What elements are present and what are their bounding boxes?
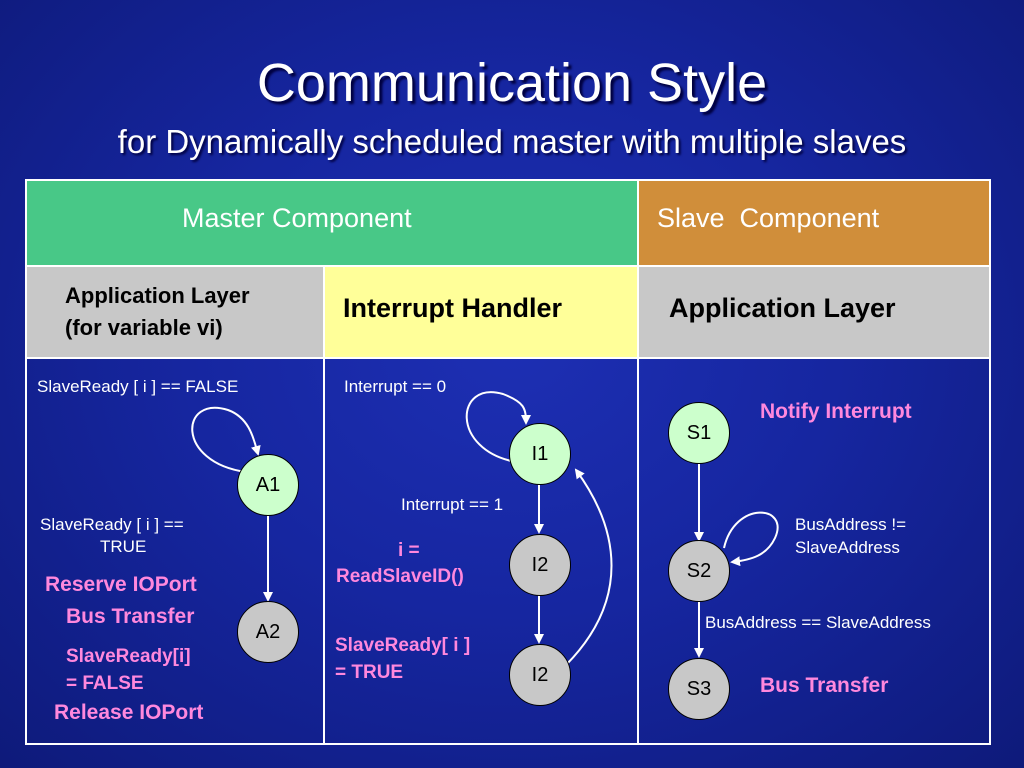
interrupt-handler-label: Interrupt Handler [343,293,563,323]
s2-self-loop-condition-line1: BusAddress != [795,515,907,534]
slide-subtitle: for Dynamically scheduled master with mu… [117,123,907,160]
a1-to-a2-action-reserve: Reserve IOPort [45,573,197,596]
master-component-label: Master Component [182,203,412,233]
state-node-i1: I1 [509,423,571,485]
a1-to-a2-condition-line2: TRUE [100,537,147,556]
master-app-layer-label: Application Layer [65,283,250,308]
a2-action-release: Release IOPort [54,701,204,724]
slave-app-layer-label: Application Layer [669,293,896,323]
master-app-state-area [27,359,325,743]
master-app-layer-variable: (for variable vi) [65,315,223,340]
master-application-layer-header: Application Layer (for variable vi) [27,267,325,359]
state-node-i2-second: I2 [509,644,571,706]
state-node-a2: A2 [237,601,299,663]
s2-self-loop-condition-line2: SlaveAddress [795,538,900,557]
state-node-a1: A1 [237,454,299,516]
state-node-s3: S3 [668,658,730,720]
a1-self-loop-condition: SlaveReady [ i ] == FALSE [37,377,239,396]
s3-action-bus-transfer: Bus Transfer [760,674,889,697]
state-node-i2-first: I2 [509,534,571,596]
interrupt-handler-header: Interrupt Handler [325,267,639,359]
i1-to-i2-condition: Interrupt == 1 [401,495,504,514]
s1-action-notify-interrupt: Notify Interrupt [760,400,912,423]
interrupt-state-area [325,359,639,743]
state-node-s2: S2 [668,540,730,602]
a2-action-slaveready: SlaveReady[i] [66,646,191,667]
i2-to-i2-action-line2: = TRUE [335,662,404,683]
a1-to-a2-action-bus-transfer: Bus Transfer [66,605,195,628]
master-component-header: Master Component [27,181,639,267]
i1-to-i2-action-line2: ReadSlaveID() [336,566,464,587]
s2-to-s3-condition: BusAddress == SlaveAddress [705,613,931,632]
state-node-s1: S1 [668,402,730,464]
i2-to-i2-action-line1: SlaveReady[ i ] [335,635,471,656]
a2-action-false: = FALSE [66,673,144,694]
slave-component-label: Slave Component [657,203,880,233]
a1-to-a2-condition-line1: SlaveReady [ i ] == [40,515,184,534]
slide-title: Communication Style [256,53,768,113]
i1-self-loop-condition: Interrupt == 0 [344,377,447,396]
i1-to-i2-action-line1: i = [398,540,420,561]
slave-component-header: Slave Component [639,181,989,267]
slave-application-layer-header: Application Layer [639,267,989,359]
state-machine-table: Master Component Slave Component Applica… [25,179,991,745]
